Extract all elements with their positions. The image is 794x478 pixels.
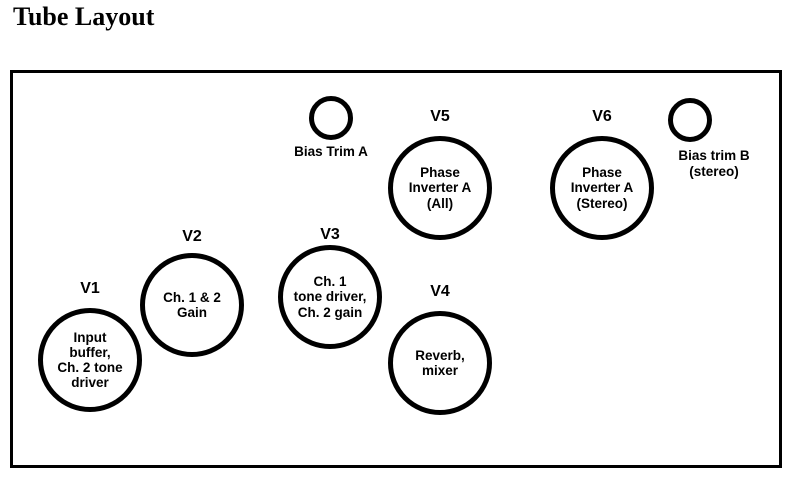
tube-v3-designation: V3 bbox=[320, 226, 340, 243]
tube-v2-function: Ch. 1 & 2 Gain bbox=[163, 289, 221, 320]
tube-v1-function: Input buffer, Ch. 2 tone driver bbox=[57, 329, 123, 391]
tube-v5: Phase Inverter A (All) bbox=[388, 136, 492, 240]
tube-v6: Phase Inverter A (Stereo) bbox=[550, 136, 654, 240]
tube-v1: Input buffer, Ch. 2 tone driver bbox=[38, 308, 142, 412]
bias-trim-a-label: Bias Trim A bbox=[294, 144, 368, 159]
bias-trim-a-circle bbox=[309, 96, 353, 140]
tube-v4-designation: V4 bbox=[430, 283, 450, 300]
chassis-outline bbox=[10, 70, 782, 468]
tube-v5-designation: V5 bbox=[430, 108, 450, 125]
tube-v3-function: Ch. 1 tone driver, Ch. 2 gain bbox=[293, 274, 367, 320]
bias-trim-b-label: Bias trim B (stereo) bbox=[678, 148, 750, 179]
tube-v1-designation: V1 bbox=[80, 280, 100, 297]
tube-v4-function: Reverb, mixer bbox=[415, 347, 465, 378]
tube-v3: Ch. 1 tone driver, Ch. 2 gain bbox=[278, 245, 382, 349]
tube-v4: Reverb, mixer bbox=[388, 311, 492, 415]
bias-trim-b-circle bbox=[668, 98, 712, 142]
page-title: Tube Layout bbox=[13, 2, 155, 31]
tube-v5-function: Phase Inverter A (All) bbox=[408, 165, 472, 211]
tube-v2: Ch. 1 & 2 Gain bbox=[140, 253, 244, 357]
tube-v6-function: Phase Inverter A (Stereo) bbox=[570, 165, 634, 211]
tube-v2-designation: V2 bbox=[182, 228, 202, 245]
tube-v6-designation: V6 bbox=[592, 108, 612, 125]
